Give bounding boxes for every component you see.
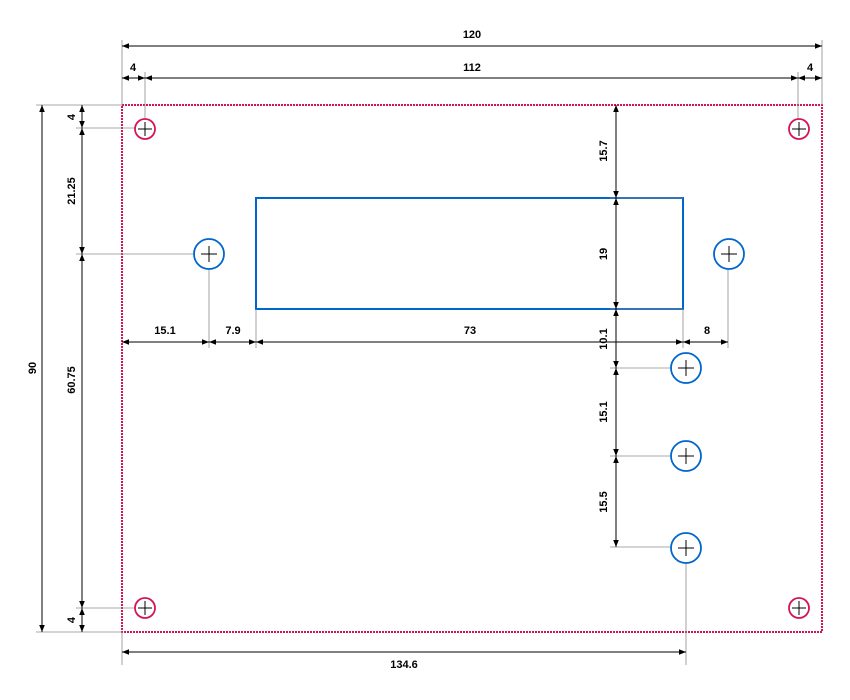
dim-overall-width: 120 <box>463 29 481 41</box>
dim-top-to-window: 15.7 <box>598 140 610 161</box>
dim-top-to-left-hole: 21.25 <box>66 177 78 205</box>
crosshair-circle-icon <box>713 238 745 270</box>
dim-hole2-to-hole3: 15.5 <box>598 491 610 512</box>
dim-window-height: 19 <box>598 248 610 260</box>
board-outline <box>121 104 823 633</box>
dim-hole-spacing-x: 112 <box>463 62 481 74</box>
dim-hole-to-window: 7.9 <box>225 325 240 337</box>
dim-left-hole-to-bottom: 60.75 <box>66 366 78 394</box>
dim-left-margin: 4 <box>130 62 137 74</box>
dimension-labels: 120 4 112 4 90 4 21.25 60.75 4 15.7 19 1… <box>27 29 814 671</box>
crosshair-circle-icon <box>670 352 702 384</box>
component-holes <box>193 238 745 564</box>
dim-window-width: 73 <box>464 325 476 337</box>
dim-window-to-hole1: 10.1 <box>598 328 610 349</box>
dim-top-margin: 4 <box>66 113 78 120</box>
dim-window-to-hole: 8 <box>704 325 710 337</box>
mounting-holes <box>134 118 810 619</box>
dim-left-to-hole3: 134.6 <box>390 659 418 671</box>
dim-hole1-to-hole2: 15.1 <box>598 401 610 422</box>
crosshair-circle-icon <box>670 532 702 564</box>
crosshair-circle-icon <box>670 440 702 472</box>
crosshair-circle-icon <box>788 597 810 619</box>
dim-bottom-margin: 4 <box>66 616 78 623</box>
crosshair-circle-icon <box>788 118 810 140</box>
crosshair-circle-icon <box>134 597 156 619</box>
crosshair-circle-icon <box>134 118 156 140</box>
display-window-cutout <box>255 197 684 310</box>
dim-left-to-hole: 15.1 <box>154 325 175 337</box>
dim-overall-height: 90 <box>27 362 39 374</box>
crosshair-circle-icon <box>193 238 225 270</box>
dimension-lines <box>39 43 822 655</box>
dim-right-margin: 4 <box>807 62 814 74</box>
